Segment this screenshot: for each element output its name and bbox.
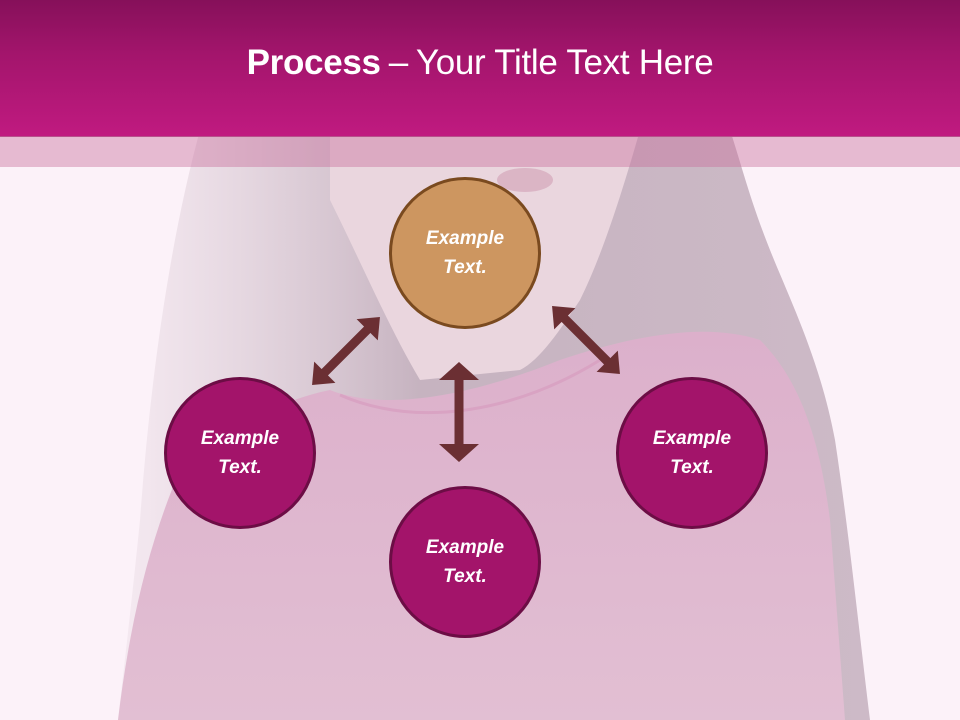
right-node[interactable]: Example Text. bbox=[616, 377, 768, 529]
center-node[interactable]: Example Text. bbox=[389, 177, 541, 329]
title-bold: Process bbox=[246, 43, 381, 82]
title-text: Your Title Text Here bbox=[415, 43, 714, 82]
center-node-line1: Example bbox=[425, 228, 505, 249]
bottom-node-line1: Example bbox=[425, 537, 505, 558]
right-node-line1: Example bbox=[652, 428, 732, 449]
title-bar: Process–Your Title Text Here bbox=[0, 0, 960, 136]
header-accent-band bbox=[0, 136, 960, 167]
left-node-line2: Text. bbox=[218, 457, 262, 478]
left-node-line1: Example bbox=[200, 428, 280, 449]
slide-title[interactable]: Process–Your Title Text Here bbox=[247, 43, 714, 83]
title-separator: – bbox=[388, 43, 408, 82]
bottom-node[interactable]: Example Text. bbox=[389, 486, 541, 638]
center-node-line2: Text. bbox=[443, 257, 487, 278]
left-node[interactable]: Example Text. bbox=[164, 377, 316, 529]
bottom-node-line2: Text. bbox=[443, 566, 487, 587]
right-node-line2: Text. bbox=[670, 457, 714, 478]
